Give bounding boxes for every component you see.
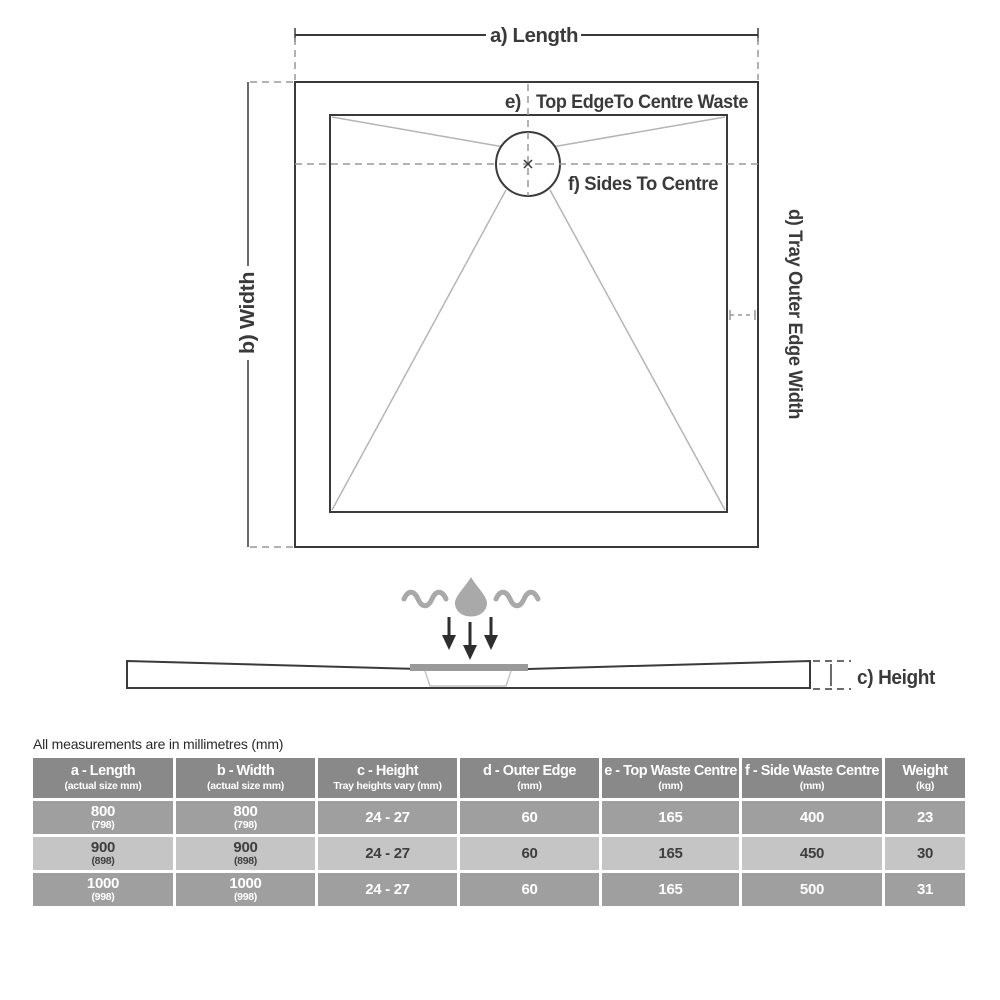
cell: 30 — [885, 837, 965, 870]
header-title: e - Top Waste Centre — [604, 763, 737, 780]
width-label: b) Width — [237, 272, 259, 354]
cell-value: 165 — [658, 881, 683, 898]
height-marker — [813, 660, 851, 690]
cell: 24 - 27 — [318, 801, 457, 834]
cell-value: 60 — [521, 845, 538, 862]
cell-value: 24 - 27 — [365, 809, 410, 826]
cell: 60 — [460, 873, 599, 906]
header-d-outer-edge: d - Outer Edge (mm) — [460, 758, 599, 798]
header-title: c - Height — [356, 763, 419, 780]
header-sub: (mm) — [658, 779, 683, 792]
cell-value: 24 - 27 — [365, 845, 410, 862]
header-a-length: a - Length (actual size mm) — [33, 758, 173, 798]
water-droplet-icon — [455, 577, 487, 617]
cell-sub: (998) — [91, 891, 115, 904]
cell-value: 23 — [916, 809, 934, 826]
cell-sub: (798) — [233, 819, 257, 832]
outer-edge-label: d) Tray Outer Edge Width — [784, 209, 805, 419]
cell: 60 — [460, 801, 599, 834]
header-sub: (actual size mm) — [207, 779, 284, 792]
cell-sub: (798) — [91, 819, 115, 832]
cell-value: 900 — [233, 839, 258, 857]
cell-value: 450 — [799, 845, 825, 862]
cell-value: 900 — [90, 839, 116, 857]
cell-value: 31 — [916, 881, 934, 898]
cell-value: 60 — [521, 881, 538, 898]
cell: 60 — [460, 837, 599, 870]
cell-value: 1000 — [86, 875, 120, 893]
height-label: c) Height — [857, 667, 936, 689]
cell: 500 — [742, 873, 882, 906]
top-view-diagram: a) Length b) Width — [237, 25, 805, 548]
cell-value: 800 — [90, 803, 116, 821]
cell: 24 - 27 — [318, 837, 457, 870]
cell: 450 — [742, 837, 882, 870]
cell-sub: (998) — [233, 891, 257, 904]
cell-value: 1000 — [229, 875, 262, 893]
cell: 800 (798) — [33, 801, 173, 834]
header-sub: (mm) — [517, 779, 542, 792]
cell-value: 165 — [658, 809, 683, 826]
cell: 165 — [602, 873, 739, 906]
header-c-height: c - Height Tray heights vary (mm) — [318, 758, 457, 798]
cell: 165 — [602, 801, 739, 834]
header-sub: (mm) — [799, 779, 825, 792]
cell: 800 (798) — [176, 801, 315, 834]
cell-value: 30 — [916, 845, 934, 862]
length-label: a) Length — [490, 25, 578, 47]
header-title: Weight — [902, 763, 948, 780]
projection-dashes-top — [250, 38, 759, 548]
cell-value: 400 — [799, 809, 825, 826]
tray-diagram-svg: a) Length b) Width — [126, 25, 936, 690]
cell: 24 - 27 — [318, 873, 457, 906]
header-title: b - Width — [216, 763, 275, 780]
cell-sub: (898) — [91, 855, 115, 868]
waste-label-prefix: e) — [505, 92, 521, 113]
header-sub: (kg) — [915, 779, 935, 792]
waste-label: Top EdgeTo Centre Waste — [536, 92, 748, 113]
centre-dashes — [295, 84, 758, 196]
cell-value: 800 — [233, 803, 258, 821]
header-sub: (actual size mm) — [64, 779, 142, 792]
cell: 31 — [885, 873, 965, 906]
wave-icon — [401, 589, 541, 609]
cell: 1000 (998) — [176, 873, 315, 906]
cell: 900 (898) — [176, 837, 315, 870]
cell-sub: (898) — [233, 855, 257, 868]
cell: 400 — [742, 801, 882, 834]
cell-value: 60 — [521, 809, 538, 826]
header-weight: Weight (kg) — [885, 758, 965, 798]
header-title: a - Length — [70, 763, 136, 780]
cell-value: 500 — [799, 881, 825, 898]
fall-lines — [331, 116, 726, 511]
cell: 165 — [602, 837, 739, 870]
cell: 900 (898) — [33, 837, 173, 870]
length-dimension — [294, 28, 759, 42]
down-arrow-icon — [442, 617, 498, 660]
header-sub: Tray heights vary (mm) — [333, 779, 442, 792]
header-title: d - Outer Edge — [483, 763, 576, 780]
drain-bar — [410, 664, 528, 671]
header-b-width: b - Width (actual size mm) — [176, 758, 315, 798]
sides-label: f) Sides To Centre — [568, 174, 718, 195]
side-view-diagram: c) Height — [126, 577, 936, 690]
outer-edge-marker — [729, 310, 756, 320]
cell: 23 — [885, 801, 965, 834]
cell-value: 24 - 27 — [365, 881, 410, 898]
waste-centre-x-icon — [523, 159, 533, 169]
waste-trap-outline — [424, 670, 512, 687]
cell-value: 165 — [658, 845, 683, 862]
cell: 1000 (998) — [33, 873, 173, 906]
header-title: f - Side Waste Centre — [745, 763, 880, 780]
measurements-note: All measurements are in millimetres (mm) — [33, 736, 284, 752]
spec-table: a - Length (actual size mm) b - Width (a… — [33, 758, 965, 906]
header-e-top-waste-centre: e - Top Waste Centre (mm) — [602, 758, 739, 798]
header-f-side-waste-centre: f - Side Waste Centre (mm) — [742, 758, 882, 798]
